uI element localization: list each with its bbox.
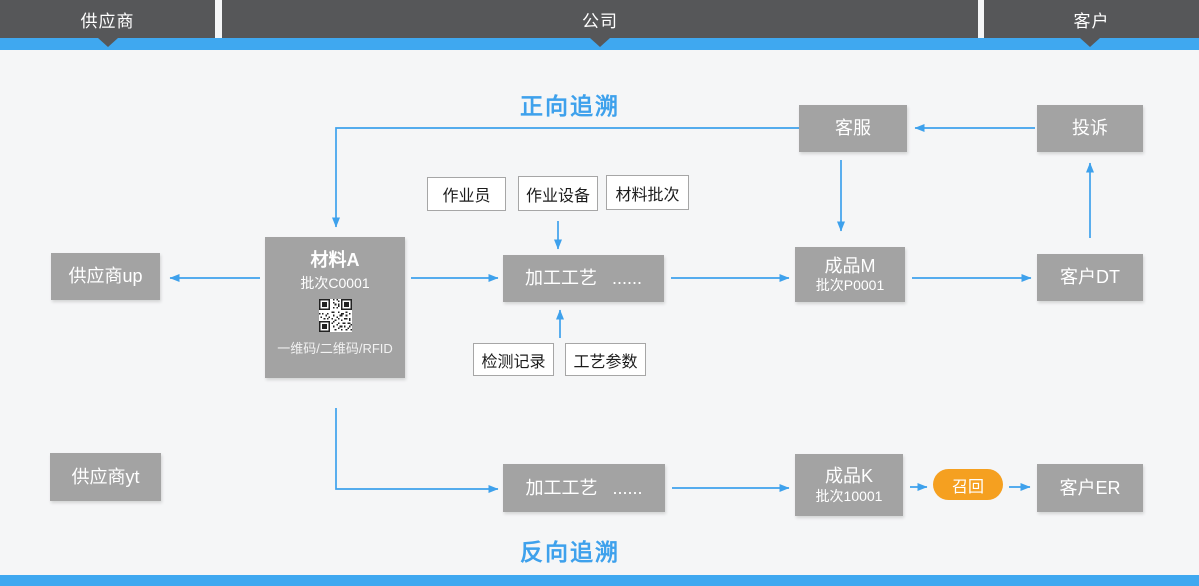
node-complaint-label: 投诉 <box>1072 118 1108 139</box>
lane-pointer-triangle-company <box>590 38 610 47</box>
tag-process-parameters-label: 工艺参数 <box>573 353 638 371</box>
node-process-top: 加工工艺 ...... <box>503 255 664 302</box>
node-customer-service-label: 客服 <box>835 118 871 139</box>
bottom-accent-bar <box>0 575 1199 586</box>
node-supplier-up: 供应商up <box>51 253 160 300</box>
node-product-m: 成品M 批次P0001 <box>795 247 905 302</box>
material-a-title: 材料A <box>310 250 360 270</box>
node-supplier-yt: 供应商yt <box>50 453 161 501</box>
product-k-batch: 批次10001 <box>815 487 883 504</box>
lane-supplier-label: 供应商 <box>80 11 135 31</box>
material-a-batch: 批次C0001 <box>300 274 370 291</box>
arrow-material-a-to-process-bottom <box>335 408 499 493</box>
lane-supplier: 供应商 <box>0 0 215 38</box>
lane-company-label: 公司 <box>582 11 618 31</box>
qr-code-icon <box>318 299 352 332</box>
node-customer-er-label: 客户ER <box>1059 477 1121 498</box>
tag-process-parameters: 工艺参数 <box>565 343 646 376</box>
tag-operator: 作业员 <box>427 177 506 211</box>
tag-operator-label: 作业员 <box>442 188 491 205</box>
lane-customer-label: 客户 <box>1073 11 1110 31</box>
lane-customer: 客户 <box>984 0 1199 38</box>
tag-inspection-record-label: 检测记录 <box>481 353 546 371</box>
node-customer-dt-label: 客户DT <box>1060 267 1120 288</box>
node-complaint: 投诉 <box>1037 105 1143 152</box>
recall-badge: 召回 <box>933 469 1003 500</box>
forward-trace-title: 正向追溯 <box>520 93 620 119</box>
node-product-k: 成品K 批次10001 <box>795 454 903 516</box>
tag-inspection-record: 检测记录 <box>473 343 554 376</box>
tag-material-batch: 材料批次 <box>606 175 689 210</box>
product-m-batch: 批次P0001 <box>815 277 885 293</box>
node-supplier-yt-label: 供应商yt <box>71 466 140 487</box>
recall-badge-label: 召回 <box>951 478 984 496</box>
lane-pointer-triangle-customer <box>1080 38 1100 47</box>
tag-equipment-label: 作业设备 <box>525 187 590 205</box>
lane-company: 公司 <box>222 0 978 38</box>
tag-material-batch-label: 材料批次 <box>615 186 680 204</box>
node-material-a: 材料A 批次C0001 <box>265 237 405 378</box>
node-process-top-label: 加工工艺 ...... <box>524 268 642 289</box>
node-process-bottom-label: 加工工艺 ...... <box>525 477 643 498</box>
node-customer-dt: 客户DT <box>1037 254 1143 301</box>
backward-trace-title: 反向追溯 <box>520 539 620 565</box>
tag-equipment: 作业设备 <box>518 176 598 211</box>
product-k-title: 成品K <box>824 466 873 486</box>
node-process-bottom: 加工工艺 ...... <box>503 464 665 512</box>
material-a-codes-label: 一维码/二维码/RFID <box>277 341 393 356</box>
node-customer-service: 客服 <box>799 105 907 152</box>
node-supplier-up-label: 供应商up <box>68 266 143 287</box>
node-customer-er: 客户ER <box>1037 464 1143 512</box>
product-m-title: 成品M <box>824 255 876 276</box>
lane-pointer-triangle-supplier <box>98 38 118 47</box>
